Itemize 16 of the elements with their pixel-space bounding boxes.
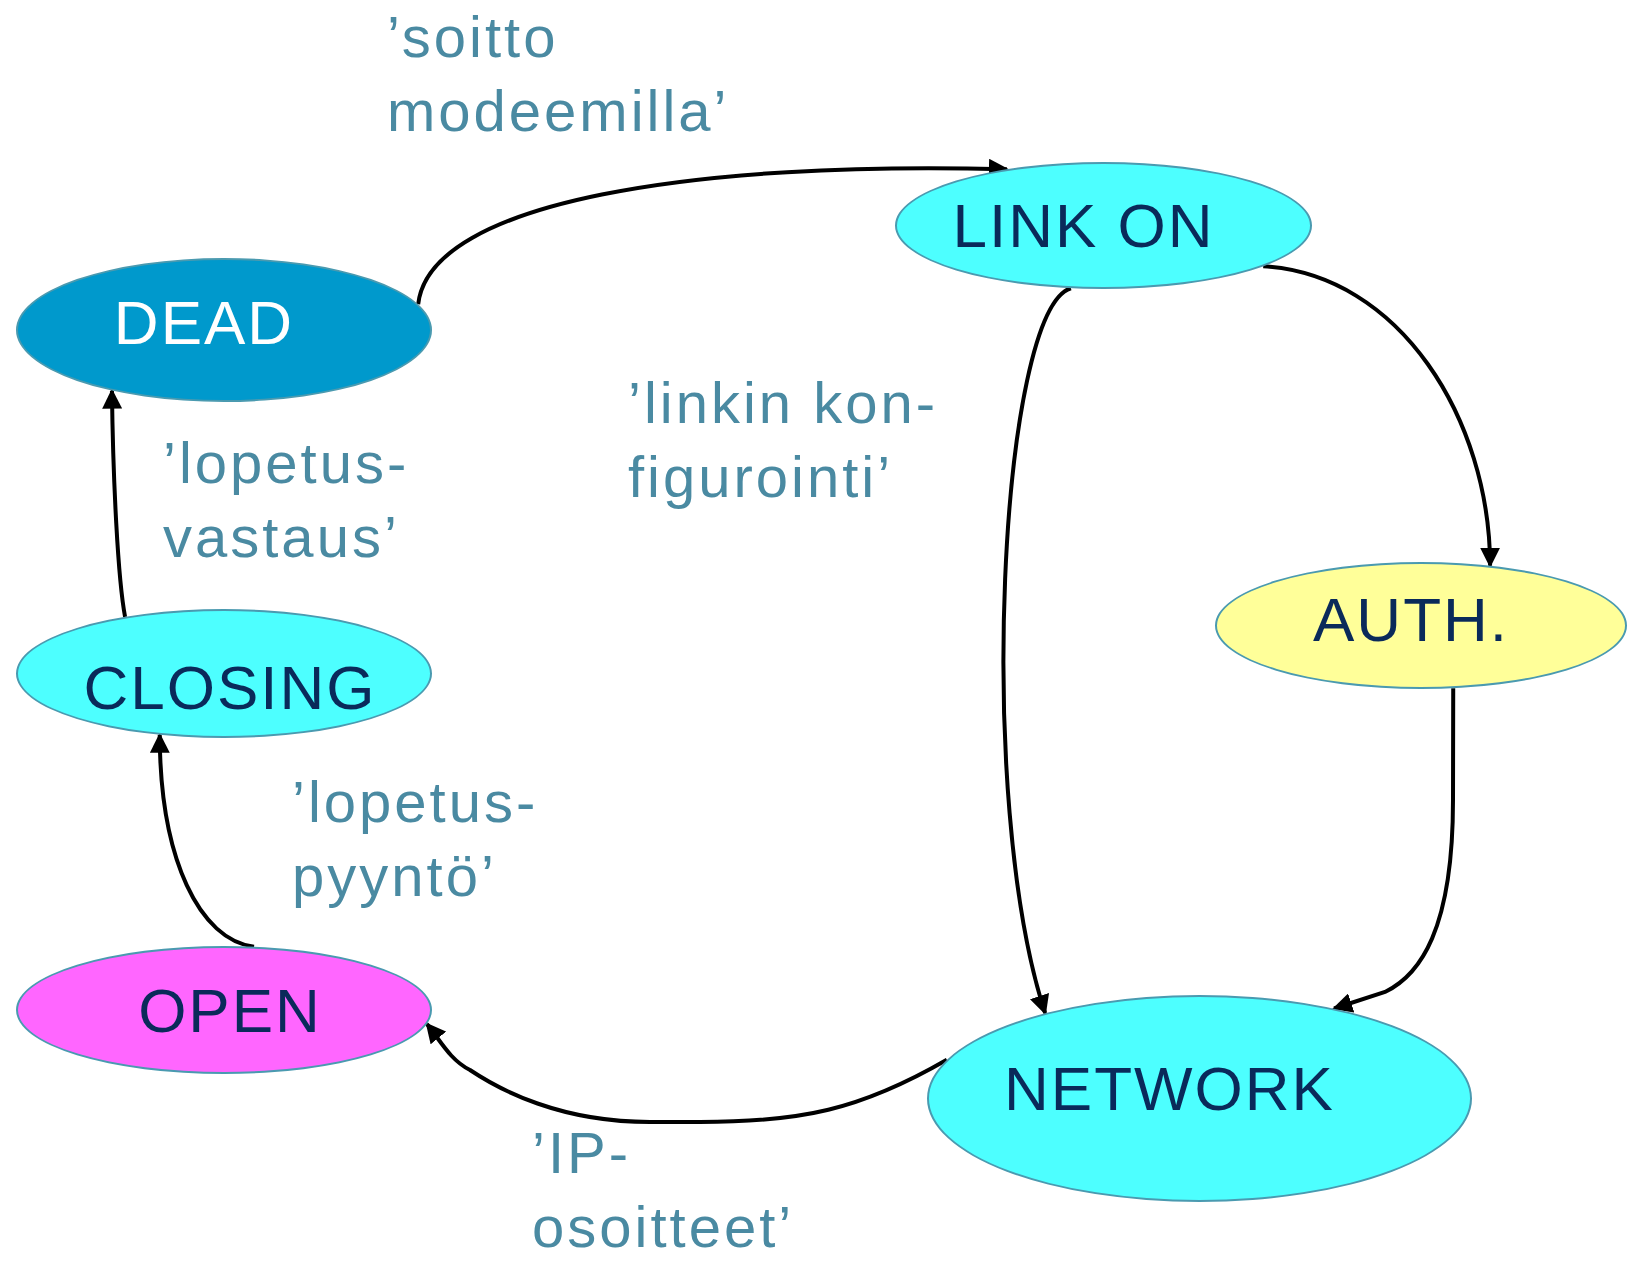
state-label: AUTH. bbox=[1313, 584, 1509, 655]
state-label: DEAD bbox=[113, 286, 295, 358]
arrow bbox=[102, 388, 128, 618]
state-label: LINK ON bbox=[952, 190, 1215, 261]
arrow bbox=[416, 158, 1009, 305]
state-label: NETWORK bbox=[1004, 1053, 1335, 1124]
arrow bbox=[425, 1022, 948, 1124]
edge-label: ’lopetus- vastaus’ bbox=[163, 429, 411, 571]
edge-label: ’IP- osoitteet’ bbox=[532, 1119, 796, 1261]
state-label: OPEN bbox=[138, 974, 322, 1046]
edge-label: ’soitto modeemilla’ bbox=[387, 3, 731, 145]
arrow bbox=[1332, 688, 1456, 1013]
edge-label: ’linkin kon- figurointi’ bbox=[628, 369, 939, 511]
state-label: CLOSING bbox=[83, 652, 377, 723]
arrow bbox=[1001, 286, 1073, 1016]
edge-label: ’lopetus- pyyntö’ bbox=[292, 768, 540, 910]
